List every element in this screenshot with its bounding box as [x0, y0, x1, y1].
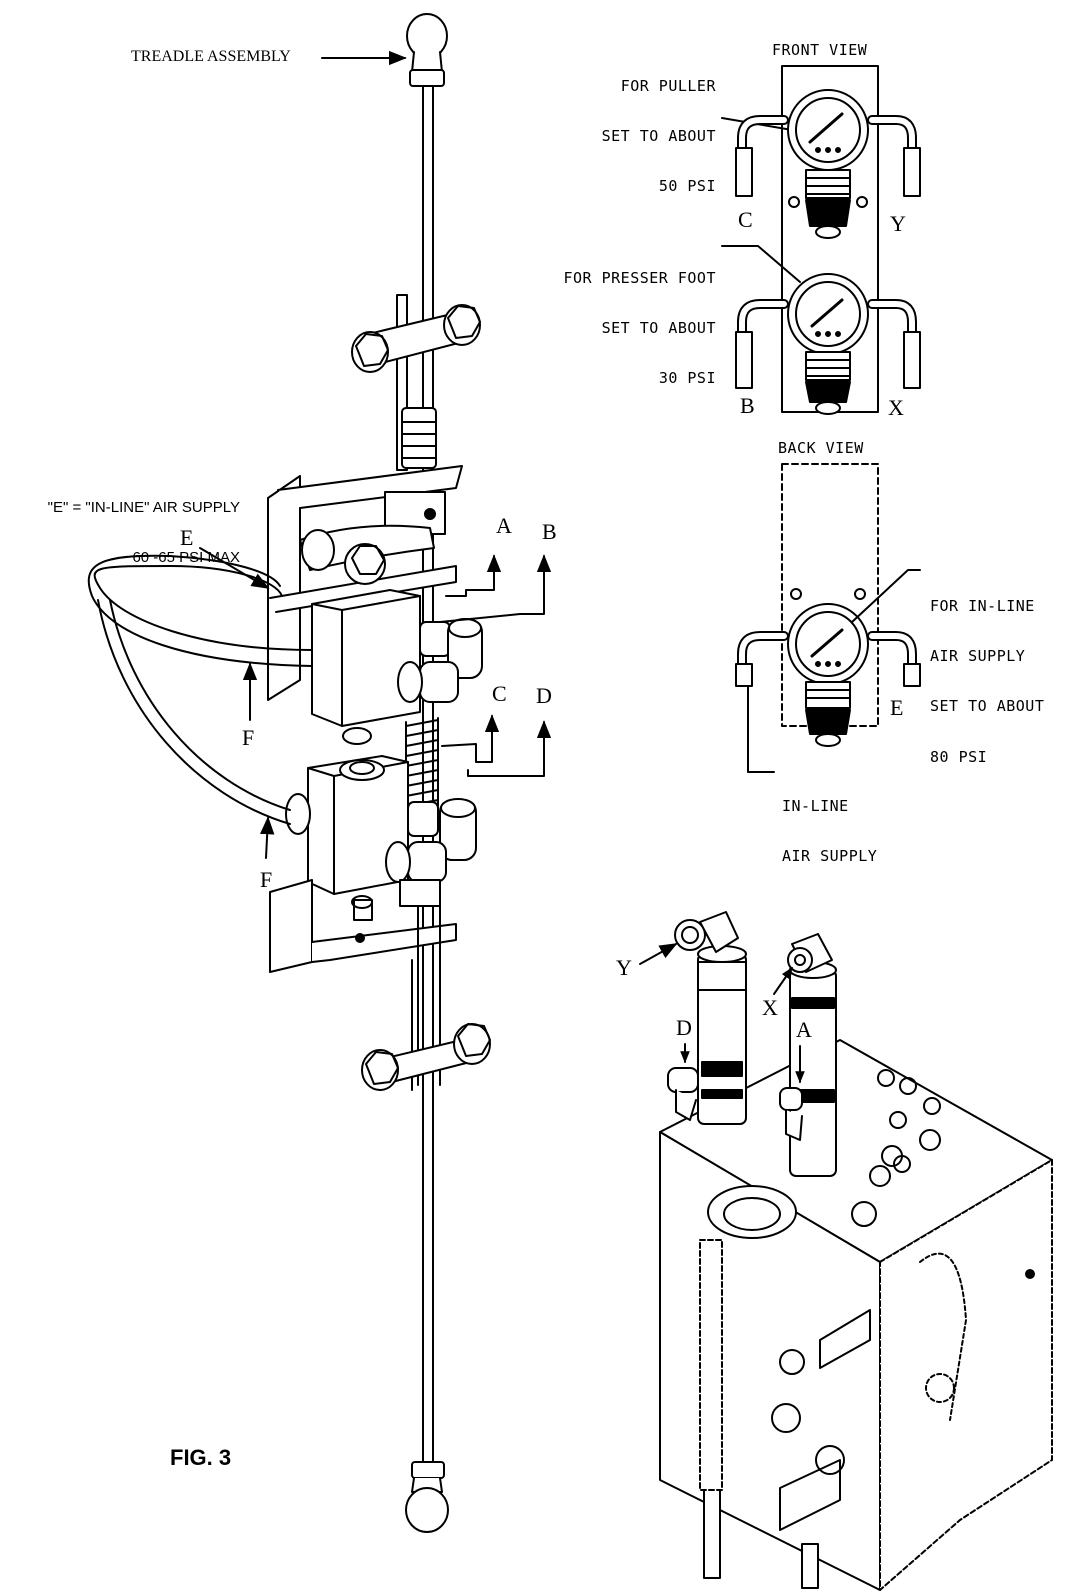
- puller-regulator-note: FOR PULLER SET TO ABOUT 50 PSI: [560, 44, 716, 212]
- valve-mount: [267, 465, 483, 1091]
- in-line-supply-note-line2: 60 -65 PSI MAX: [132, 548, 240, 566]
- cylinder-label-a: A: [796, 1017, 812, 1042]
- port-label-e: E: [180, 525, 194, 550]
- in-line-supply-note: "E" = "IN-LINE" AIR SUPPLY 60 -65 PSI MA…: [24, 466, 240, 584]
- upper-clamp: [351, 294, 481, 471]
- back-view-panel: [735, 463, 921, 773]
- valve-output-lines: [439, 554, 552, 777]
- inline-note-line4: 80 PSI: [930, 747, 988, 766]
- in-line-air-supply-label: IN-LINE AIR SUPPLY: [782, 764, 877, 882]
- air-hose: [87, 554, 313, 825]
- regulator-label-e: E: [890, 695, 904, 720]
- port-label-f-upper: F: [242, 725, 255, 750]
- inline-note-line2: AIR SUPPLY: [930, 646, 1026, 665]
- cylinder-label-y: Y: [616, 955, 632, 980]
- in-line-supply-note-line1: "E" = "IN-LINE" AIR SUPPLY: [47, 498, 240, 516]
- inline-note-line1: FOR IN-LINE: [930, 596, 1035, 615]
- port-label-f-lower: F: [260, 867, 273, 892]
- front-view-label: FRONT VIEW: [772, 41, 868, 59]
- regulator-label-x: X: [888, 395, 904, 420]
- lower-clamp: [361, 1023, 491, 1091]
- inline-note-line3: SET TO ABOUT: [930, 697, 1045, 716]
- inline-air-line1: IN-LINE: [782, 796, 849, 815]
- puller-note-line1: FOR PULLER: [620, 76, 716, 95]
- back-view-label: BACK VIEW: [778, 439, 864, 457]
- port-label-b: B: [542, 519, 557, 544]
- presser-note-line1: FOR PRESSER FOOT: [563, 268, 716, 287]
- in-line-regulator-note: FOR IN-LINE AIR SUPPLY SET TO ABOUT 80 P…: [930, 564, 1044, 782]
- front-view-panel: [721, 65, 921, 415]
- presser-foot-regulator-note: FOR PRESSER FOOT SET TO ABOUT 30 PSI: [520, 236, 716, 404]
- e-leader: [199, 547, 270, 589]
- cylinder-label-x: X: [762, 995, 778, 1020]
- port-label-c: C: [492, 681, 507, 706]
- regulator-label-b: B: [740, 393, 755, 418]
- treadle-assembly: [405, 13, 449, 1533]
- inline-air-line2: AIR SUPPLY: [782, 846, 878, 865]
- regulator-label-y: Y: [890, 211, 906, 236]
- f-lower-leader: [259, 816, 275, 859]
- regulator-label-c: C: [738, 207, 753, 232]
- figure-label: FIG. 3: [170, 1445, 232, 1470]
- presser-note-line3: 30 PSI: [658, 369, 716, 388]
- port-label-d: D: [536, 683, 552, 708]
- presser-note-line2: SET TO ABOUT: [601, 318, 716, 337]
- air-cylinders: [639, 911, 837, 1177]
- treadle-assembly-label: TREADLE ASSEMBLY: [131, 48, 291, 65]
- puller-note-line2: SET TO ABOUT: [601, 126, 716, 145]
- machine-head: [659, 1039, 1053, 1591]
- cylinder-label-d: D: [676, 1015, 692, 1040]
- puller-note-line3: 50 PSI: [658, 177, 716, 196]
- port-label-a: A: [496, 513, 512, 538]
